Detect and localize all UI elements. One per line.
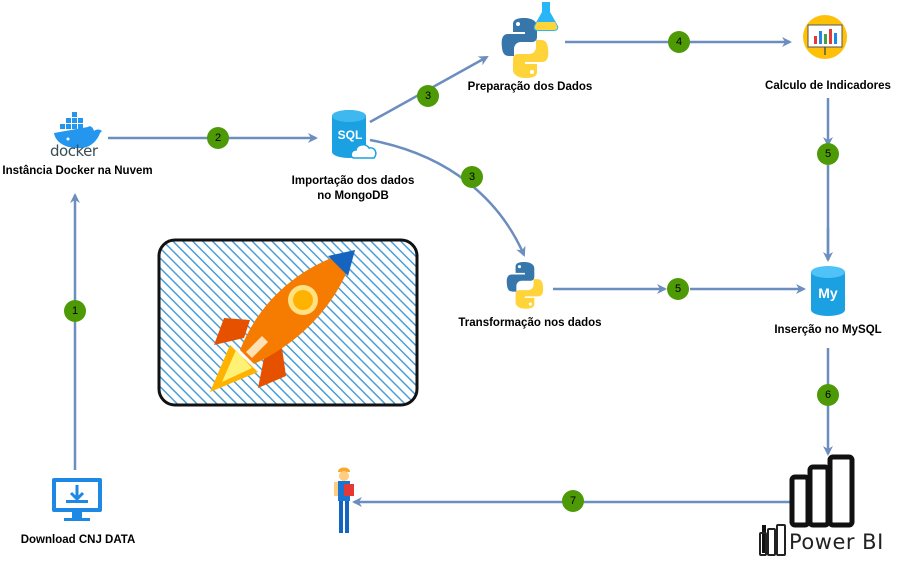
sql-icon-text: SQL bbox=[337, 128, 363, 142]
step-badge-7: 7 bbox=[562, 490, 584, 512]
step-badge-5-calc: 5 bbox=[817, 143, 839, 165]
step-badge-1: 1 bbox=[64, 300, 86, 322]
transform-label: Transformação nos dados bbox=[458, 317, 602, 329]
mongo-label-line2: no MongoDB bbox=[317, 190, 389, 202]
step-badge-5-transform: 5 bbox=[667, 278, 689, 300]
power-bi-wordmark: Power BI bbox=[789, 530, 884, 554]
docker-label: Instância Docker na Nuvem bbox=[2, 165, 153, 177]
download-label: Download CNJ DATA bbox=[20, 534, 136, 546]
calc-label: Calculo de Indicadores bbox=[765, 80, 891, 92]
power-bi-small-icon bbox=[759, 524, 786, 556]
docker-icon bbox=[54, 112, 102, 149]
presentation-chart-icon bbox=[803, 15, 847, 59]
mysql-label: Inserção no MySQL bbox=[774, 324, 882, 336]
step-badge-3-transform: 3 bbox=[461, 166, 483, 188]
monitor-download-icon bbox=[52, 478, 102, 521]
sql-cloud-icon bbox=[332, 110, 377, 159]
mongo-label-line1: Importação dos dados bbox=[291, 175, 415, 187]
step-badge-3-prep: 3 bbox=[417, 85, 439, 107]
mysql-database-icon bbox=[811, 266, 845, 316]
python-flask-icon bbox=[501, 2, 559, 78]
step-badge-4: 4 bbox=[668, 31, 690, 53]
step-badge-2: 2 bbox=[207, 127, 229, 149]
prep-label: Preparação dos Dados bbox=[467, 81, 593, 93]
worker-person-icon bbox=[334, 467, 354, 533]
step-badge-6: 6 bbox=[817, 384, 839, 406]
docker-wordmark: docker bbox=[50, 142, 98, 160]
rocket-panel bbox=[157, 238, 419, 407]
rocket-icon bbox=[210, 250, 355, 392]
power-bi-icon bbox=[762, 454, 855, 553]
mysql-icon-text: My bbox=[818, 285, 838, 301]
python-icon bbox=[506, 262, 544, 309]
